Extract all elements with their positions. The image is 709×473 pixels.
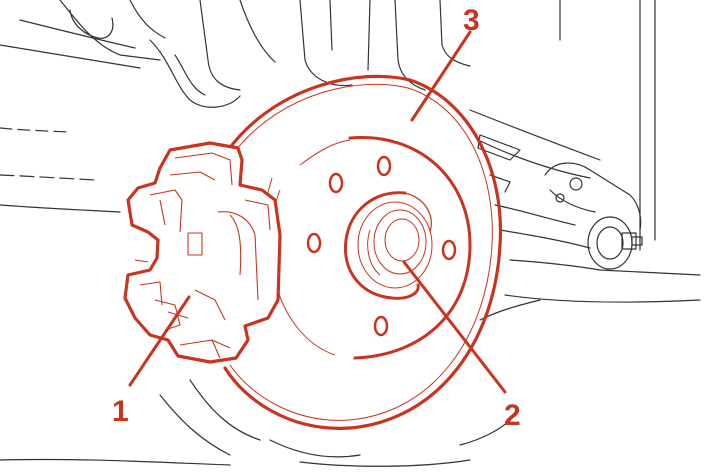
lug-hole (441, 239, 457, 261)
leader-lines (128, 30, 507, 394)
callout-3: 3 (463, 4, 480, 37)
callout-2: 2 (504, 399, 521, 432)
lug-hole (376, 155, 392, 177)
brake-caliper (123, 141, 282, 364)
wheel-hub (343, 191, 433, 300)
lug-hole (328, 172, 344, 194)
lug-hole (373, 315, 389, 337)
leader-line-1 (128, 295, 191, 387)
suspension-background (0, 0, 701, 467)
leader-line-2 (402, 260, 507, 394)
disc-outer-edge (223, 74, 503, 430)
leader-line-3 (410, 30, 472, 122)
callout-1: 1 (112, 395, 129, 428)
lug-hole (306, 232, 322, 254)
brake-disc (223, 74, 503, 430)
